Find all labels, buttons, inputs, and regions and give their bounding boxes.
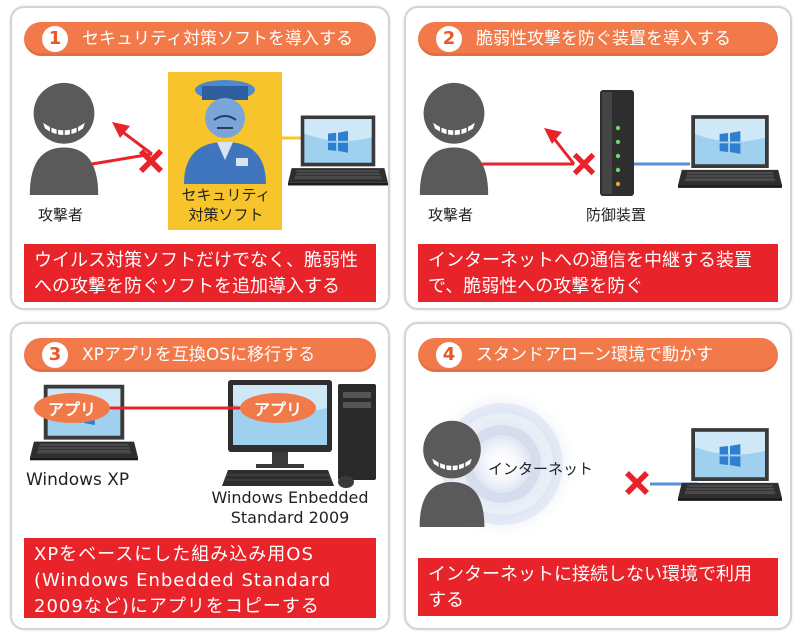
- panel-security-software: 1 セキュリティ対策ソフトを導入する 攻撃者 セキュリティ 対策ソフト ウイルス…: [10, 6, 390, 310]
- laptop-windows-icon: [288, 114, 388, 186]
- description-box: インターネットに接続しない環境で利用 する: [418, 558, 778, 616]
- panel-title-pill: 2 脆弱性攻撃を防ぐ装置を導入する: [418, 22, 778, 56]
- description-box: ウイルス対策ソフトだけでなく、脆弱性 への攻撃を防ぐソフトを追加導入する: [24, 244, 376, 302]
- description-box: XPをベースにした組み込み用OS (Windows Enbedded Stand…: [24, 538, 376, 618]
- attacker-label: 攻撃者: [428, 206, 474, 224]
- laptop-windows-icon: [678, 114, 782, 189]
- guard-officer-icon: [184, 80, 266, 184]
- app-badge-right: [240, 393, 316, 423]
- panel-2-illustration: [419, 82, 782, 196]
- guard-label-line1: セキュリティ: [181, 186, 271, 204]
- app-label-left: アプリ: [47, 400, 96, 419]
- panel-1-illustration: [29, 72, 388, 230]
- description-line: する: [428, 590, 464, 611]
- arrow-head: [112, 122, 130, 138]
- panel-standalone: 4 スタンドアローン環境で動かす インターネット インターネットに接続しない環境…: [404, 322, 792, 630]
- description-line: で、脆弱性への攻撃を防ぐ: [428, 276, 644, 297]
- description-box: インターネットへの通信を中継する装置 で、脆弱性への攻撃を防ぐ: [418, 244, 778, 302]
- panel-4-illustration: [418, 386, 782, 542]
- panel-title: スタンドアローン環境で動かす: [476, 345, 714, 365]
- description-line: (Windows Enbedded Standard: [34, 570, 332, 591]
- step-number: 4: [436, 342, 462, 368]
- description-line: 2009など)にアプリをコピーする: [34, 596, 320, 617]
- step-number: 2: [436, 26, 462, 52]
- app-label-right: アプリ: [253, 400, 302, 419]
- internet-label: インターネット: [488, 460, 594, 478]
- panel-title-pill: 1 セキュリティ対策ソフトを導入する: [24, 22, 376, 56]
- panel-title: XPアプリを互換OSに移行する: [82, 345, 316, 365]
- panel-compatible-os: 3 XPアプリを互換OSに移行する アプリ アプリ Windows XP: [10, 322, 390, 630]
- windows-xp-label: Windows XP: [26, 470, 130, 490]
- arrow-shaft: [119, 128, 153, 156]
- cross-mark-icon: [625, 471, 649, 495]
- description-line: への攻撃を防ぐソフトを追加導入する: [34, 276, 340, 297]
- app-badge-left: [34, 393, 110, 423]
- cross-mark-icon: [572, 152, 596, 176]
- embedded-os-label-line2: Standard 2009: [230, 508, 350, 527]
- panel-defense-device: 2 脆弱性攻撃を防ぐ装置を導入する 攻撃者 防御装置 インターネットへの通信を中…: [404, 6, 792, 310]
- description-line: インターネットへの通信を中継する装置: [428, 250, 752, 271]
- laptop-windows-icon: [678, 427, 782, 502]
- router-device-icon: [600, 90, 634, 196]
- panel-title: 脆弱性攻撃を防ぐ装置を導入する: [476, 29, 731, 49]
- step-number: 1: [42, 26, 68, 52]
- step-number: 3: [42, 342, 68, 368]
- embedded-os-label-line1: Windows Enbedded: [211, 488, 369, 507]
- panel-3-illustration: [30, 380, 376, 488]
- panel-title: セキュリティ対策ソフトを導入する: [82, 29, 353, 49]
- description-line: ウイルス対策ソフトだけでなく、脆弱性: [34, 250, 358, 271]
- attacker-label: 攻撃者: [38, 206, 84, 224]
- panel-title-pill: 4 スタンドアローン環境で動かす: [418, 338, 778, 372]
- device-label: 防御装置: [586, 206, 647, 224]
- guard-label-line2: 対策ソフト: [188, 206, 264, 224]
- arrow-shaft: [550, 135, 576, 165]
- attacker-silhouette-icon: [419, 82, 489, 196]
- panel-title-pill: 3 XPアプリを互換OSに移行する: [24, 338, 376, 372]
- description-line: XPをベースにした組み込み用OS: [34, 544, 314, 565]
- arrow-head: [544, 128, 562, 144]
- description-line: インターネットに接続しない環境で利用: [428, 564, 752, 585]
- attacker-silhouette-icon: [29, 82, 99, 196]
